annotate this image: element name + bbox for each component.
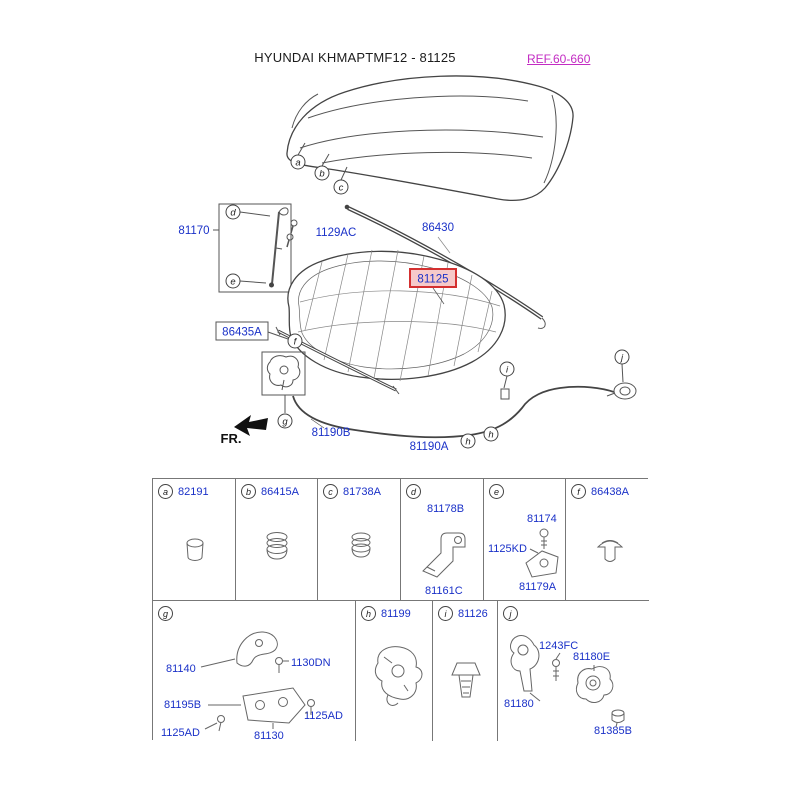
- table-cell-g: g 81140 1130DN 81195B 1125AD 1125AD 8113…: [153, 601, 356, 742]
- part-number-1125KD[interactable]: 1125KD: [488, 543, 527, 555]
- callout-h-1: h: [460, 433, 476, 449]
- part-number-81161C[interactable]: 81161C: [425, 585, 463, 597]
- table-cell-h: h 81199: [356, 601, 433, 741]
- ribbed-plug-illustration: [351, 532, 371, 558]
- part-label-81190B[interactable]: 81190B: [312, 427, 351, 439]
- callout-e-badge: e: [489, 484, 504, 499]
- striker-bracket-illustration: [422, 532, 466, 578]
- part-number-81180E[interactable]: 81180E: [573, 651, 611, 663]
- part-label-86435A[interactable]: 86435A: [222, 327, 262, 339]
- table-cell-c: c 81738A: [318, 479, 401, 601]
- stay-rod-illustration: [218, 203, 292, 293]
- svg-text:h: h: [465, 437, 470, 448]
- callout-g: g: [277, 413, 293, 429]
- part-number-81180[interactable]: 81180: [504, 698, 534, 710]
- callout-i-badge: i: [438, 606, 453, 621]
- insulator-pad-illustration: [287, 249, 506, 382]
- fr-label: FR.: [221, 431, 242, 446]
- parts-table: a 82191 b 86415A c 81738A: [152, 478, 649, 742]
- svg-text:i: i: [506, 365, 509, 376]
- svg-text:b: b: [319, 169, 324, 180]
- part-label-81125: 81125: [417, 274, 448, 286]
- weatherstrip-illustration: [344, 204, 546, 329]
- table-cell-b: b 86415A: [236, 479, 318, 601]
- svg-text:j: j: [619, 353, 624, 364]
- part-number-1130DN[interactable]: 1130DN: [291, 657, 331, 669]
- callout-h-2: h: [483, 426, 499, 442]
- svg-text:g: g: [282, 417, 288, 428]
- part-number-81178B[interactable]: 81178B: [427, 503, 465, 515]
- table-cell-e: e 81174 1125KD 81179A: [484, 479, 566, 601]
- hood-strip-illustration: [215, 321, 400, 395]
- part-number-1125AD-2[interactable]: 1125AD: [161, 727, 200, 739]
- part-number-81126[interactable]: 81126: [458, 607, 488, 620]
- callout-c-badge: c: [323, 484, 338, 499]
- svg-text:c: c: [339, 183, 344, 194]
- part-number-86438A[interactable]: 86438A: [591, 485, 629, 498]
- clip-illustration: [596, 540, 624, 562]
- callout-e: e: [225, 273, 241, 289]
- callout-i: i: [499, 361, 515, 377]
- highlight-81125[interactable]: 81125: [409, 268, 457, 288]
- part-number-81738A[interactable]: 81738A: [343, 485, 381, 498]
- table-cell-f: f 86438A: [566, 479, 649, 601]
- fr-direction-arrow: FR.: [221, 415, 268, 446]
- callout-b: b: [314, 165, 330, 181]
- part-number-1125AD[interactable]: 1125AD: [304, 710, 343, 722]
- part-label-81190A[interactable]: 81190A: [410, 441, 449, 453]
- part-label-86430[interactable]: 86430: [422, 222, 454, 234]
- part-number-81199[interactable]: 81199: [381, 607, 411, 620]
- svg-text:d: d: [230, 208, 236, 219]
- callout-d-badge: d: [406, 484, 421, 499]
- part-number-81130[interactable]: 81130: [254, 730, 284, 742]
- latch-mechanism-illustration: [374, 646, 423, 706]
- callout-f-badge: f: [571, 484, 586, 499]
- part-number-81195B[interactable]: 81195B: [164, 699, 202, 711]
- hood-latch-assembly-illustration: [200, 631, 315, 732]
- part-number-86415A[interactable]: 86415A: [261, 485, 299, 498]
- grommet-bolts-illustration: [286, 219, 298, 248]
- callout-f: f: [287, 333, 303, 349]
- callout-h-badge: h: [361, 606, 376, 621]
- callout-j: j: [614, 349, 630, 365]
- callout-g-badge: g: [158, 606, 173, 621]
- svg-text:f: f: [294, 337, 298, 348]
- table-cell-i: i 81126: [433, 601, 498, 741]
- ribbed-plug-illustration: [266, 532, 288, 560]
- part-number-81385B[interactable]: 81385B: [594, 725, 632, 737]
- cable-clip-illustration: [451, 662, 481, 698]
- svg-text:e: e: [230, 277, 235, 288]
- part-number-82191[interactable]: 82191: [178, 485, 209, 498]
- part-number-1243FC[interactable]: 1243FC: [539, 640, 579, 652]
- part-label-1129AC[interactable]: 1129AC: [316, 227, 357, 239]
- callout-c: c: [333, 179, 349, 195]
- grommet-plug-illustration: [186, 538, 204, 561]
- callout-j-badge: j: [503, 606, 518, 621]
- part-label-81170[interactable]: 81170: [178, 225, 209, 237]
- part-number-81140[interactable]: 81140: [166, 663, 196, 675]
- table-cell-a: a 82191: [153, 479, 236, 601]
- callout-b-badge: b: [241, 484, 256, 499]
- ref-link[interactable]: REF.60-660: [527, 52, 591, 66]
- table-cell-d: d 81178B 81161C: [401, 479, 484, 601]
- hood-exploded-diagram: a b c d e 81170: [178, 75, 637, 453]
- callout-a-badge: a: [158, 484, 173, 499]
- callout-a: a: [290, 154, 306, 170]
- page-title: HYUNDAI KHMAPTMF12 - 81125: [254, 50, 456, 65]
- hood-panel-illustration: [286, 75, 574, 202]
- part-number-81174[interactable]: 81174: [527, 513, 557, 525]
- safety-hook-bracket-illustration: [525, 528, 559, 578]
- table-cell-j: j 1243FC 81180E 81180 81385B: [498, 601, 649, 741]
- part-number-81179A[interactable]: 81179A: [519, 581, 557, 593]
- callout-d: d: [225, 204, 241, 220]
- release-handle-illustration: [510, 635, 625, 728]
- svg-text:h: h: [488, 430, 493, 441]
- hood-latch-illustration: [261, 351, 306, 413]
- svg-text:a: a: [295, 158, 300, 169]
